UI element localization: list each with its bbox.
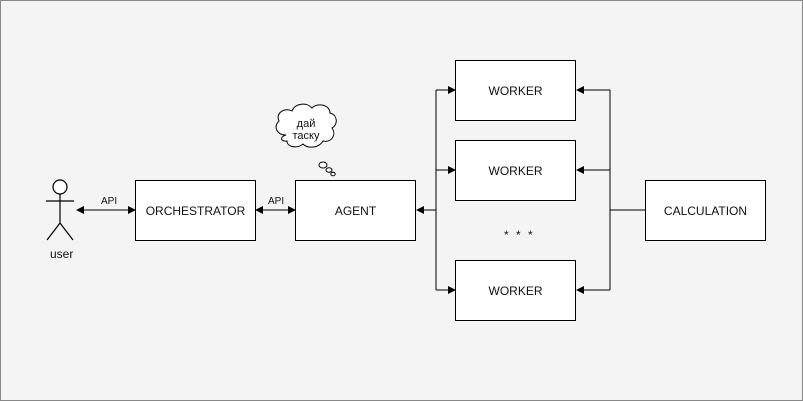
node-agent-label: AGENT	[334, 203, 377, 218]
node-worker-3-label: WORKER	[488, 283, 543, 298]
node-worker-1-label: WORKER	[488, 83, 543, 98]
node-agent: AGENT	[295, 180, 416, 241]
node-orchestrator-label: ORCHESTRATOR	[145, 203, 246, 218]
node-worker-2: WORKER	[455, 140, 576, 201]
node-calculation-label: CALCULATION	[663, 203, 748, 218]
thought-bubble-line-2: таску	[292, 130, 320, 142]
actor-label-user: user	[50, 247, 74, 261]
node-worker-2-label: WORKER	[488, 163, 543, 178]
thought-bubble-line-1: дай	[296, 118, 316, 130]
node-orchestrator: ORCHESTRATOR	[135, 180, 256, 241]
workers-ellipsis: * * *	[504, 228, 535, 242]
node-worker-1: WORKER	[455, 60, 576, 121]
edge-label-orchestrator-agent: API	[268, 196, 285, 207]
thought-bubble-text: дай таску	[280, 118, 332, 142]
edge-label-user-orchestrator: API	[101, 196, 118, 207]
edge-calculation-workers	[576, 86, 645, 294]
node-calculation: CALCULATION	[645, 180, 766, 241]
thought-bubble-cloud-icon	[275, 103, 337, 177]
user-actor-icon	[46, 179, 74, 241]
node-worker-3: WORKER	[455, 260, 576, 321]
edge-agent-workers	[416, 86, 456, 294]
